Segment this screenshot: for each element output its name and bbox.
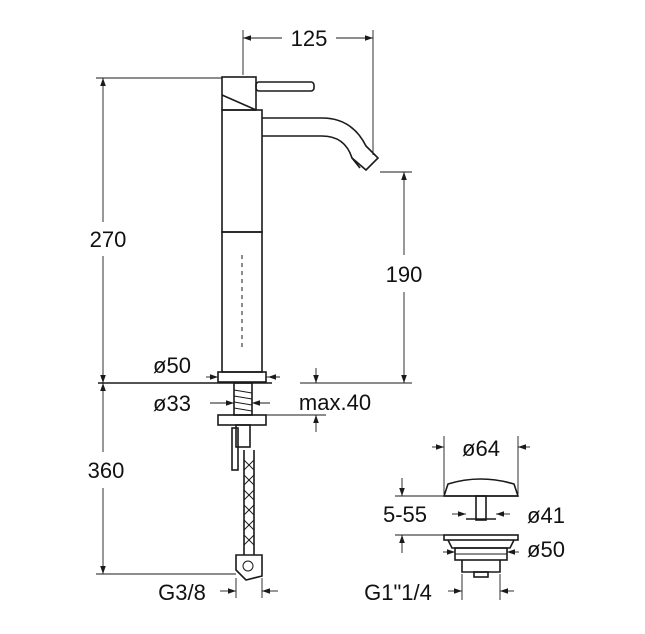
dim-waste-range: 5-55 <box>383 502 427 527</box>
dim-waste-thread: G1"1/4 <box>364 580 432 605</box>
dim-height-below: 360 <box>88 458 125 483</box>
fixing-nut <box>217 414 267 426</box>
faucet-base-ring <box>217 371 267 383</box>
waste-cap <box>442 478 520 497</box>
waste-dimensions: ø64 5-55 ø41 ø50 G1"1/4 <box>364 436 565 605</box>
dim-dia-shank: ø33 <box>153 391 191 416</box>
waste-flange <box>443 534 519 541</box>
dim-dia-base: ø50 <box>153 353 191 378</box>
dim-waste-dia-top: ø64 <box>462 436 500 461</box>
dim-thread-hose: G3/8 <box>158 580 206 605</box>
flex-hose <box>243 450 255 555</box>
waste-valve <box>442 478 520 578</box>
dim-max-thickness: max.40 <box>299 390 371 415</box>
dim-waste-dia-mid: ø41 <box>527 503 565 528</box>
faucet-body <box>98 76 380 581</box>
faucet-dimensions: 125 270 190 360 ø50 ø33 max.40 <box>88 26 423 605</box>
dim-width-top: 125 <box>291 26 328 51</box>
dim-height-total: 270 <box>90 227 127 252</box>
faucet-lever <box>221 76 257 111</box>
faucet-column <box>221 231 263 373</box>
faucet-spout <box>262 117 380 172</box>
dim-height-spout: 190 <box>386 262 423 287</box>
hose-nut <box>235 554 263 581</box>
dim-waste-dia-base: ø50 <box>527 537 565 562</box>
